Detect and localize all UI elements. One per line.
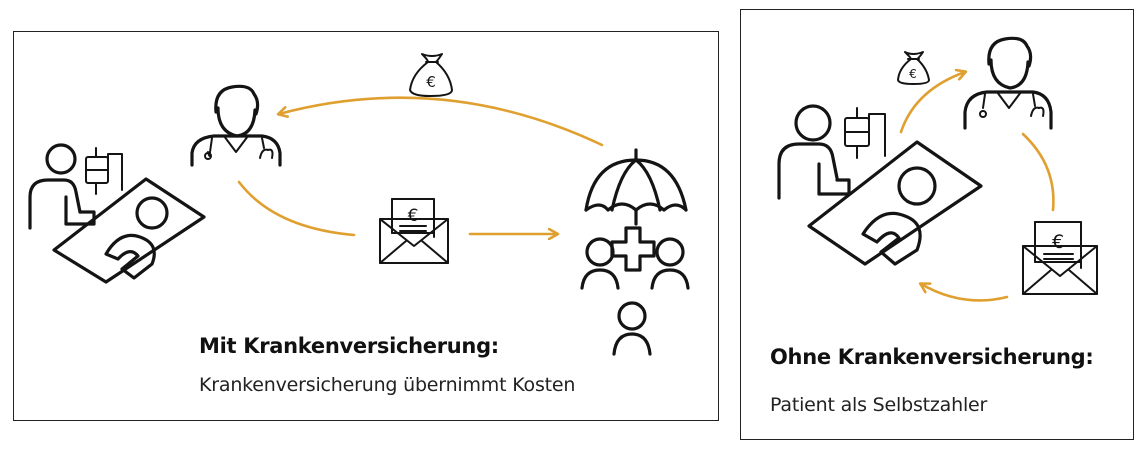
doctor-to-invoice-arrow bbox=[237, 180, 356, 237]
patient-in-bed-icon bbox=[28, 143, 206, 284]
panel-with-insurance: € € Mit Kran bbox=[13, 31, 719, 421]
doctor-icon bbox=[963, 36, 1053, 130]
with-insurance-diagram: € € bbox=[28, 53, 690, 356]
invoice-envelope-icon: € bbox=[1022, 221, 1098, 295]
without-insurance-subtitle: Patient als Selbstzahler bbox=[770, 394, 988, 416]
money-bag-icon: € bbox=[409, 53, 453, 97]
with-insurance-title: Mit Krankenversicherung: bbox=[199, 334, 499, 358]
without-insurance-diagram: € € bbox=[777, 36, 1098, 302]
with-insurance-subtitle: Krankenversicherung übernimmt Kosten bbox=[199, 374, 576, 396]
panel-without-insurance: € € Ohne Krankenversicherung: Patient al… bbox=[740, 9, 1134, 440]
money-bag-euro-symbol: € bbox=[426, 73, 436, 91]
patient-in-bed-icon bbox=[777, 104, 983, 266]
doctor-to-invoice-arrow bbox=[1021, 132, 1055, 212]
money-bag-icon: € bbox=[897, 51, 930, 85]
insurance-pays-doctor-arrow bbox=[279, 96, 604, 147]
without-insurance-title: Ohne Krankenversicherung: bbox=[770, 345, 1094, 369]
doctor-icon bbox=[190, 84, 282, 167]
invoice-euro-symbol: € bbox=[1052, 231, 1064, 253]
invoice-to-patient-arrow bbox=[921, 284, 1009, 302]
patient-pays-doctor-arrow bbox=[899, 72, 965, 134]
invoice-envelope-icon: € bbox=[379, 198, 449, 264]
invoice-euro-symbol: € bbox=[408, 206, 419, 226]
insurance-group-icon bbox=[580, 148, 690, 356]
money-bag-euro-symbol: € bbox=[909, 67, 917, 81]
